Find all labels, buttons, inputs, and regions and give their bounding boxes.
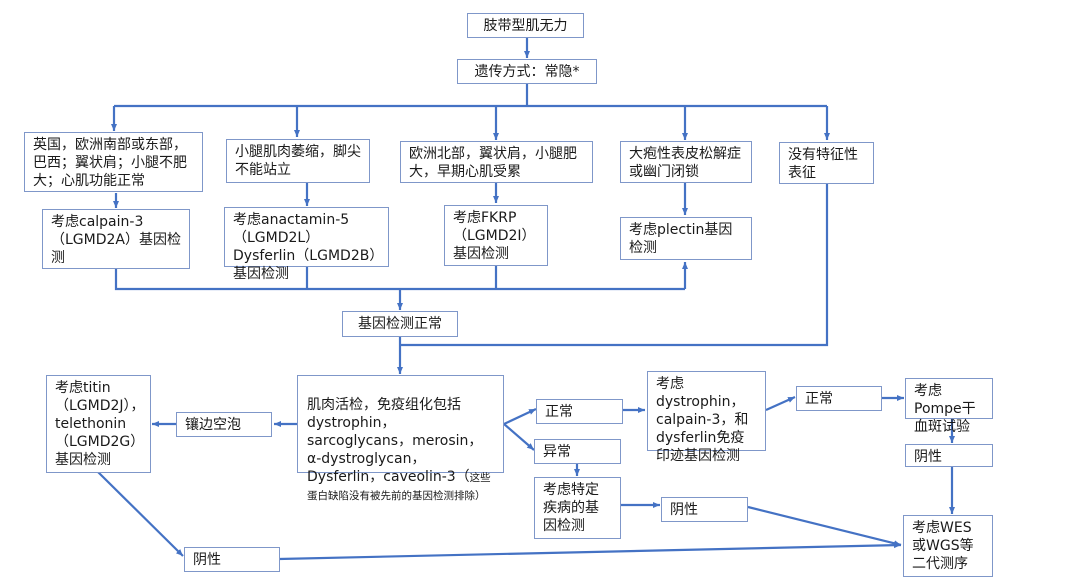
node-test1: 考虑calpain-3（LGMD2A）基因检测 [42, 209, 190, 269]
node-negative-right: 阴性 [905, 444, 993, 467]
branch5-down-line [400, 183, 829, 347]
merge-tests [114, 268, 685, 291]
node-wes: 考虑WES或WGS等二代测序 [903, 515, 993, 577]
node-abnormal: 异常 [534, 439, 621, 464]
node-negative-left: 阴性 [184, 547, 280, 572]
node-pompe: 考虑Pompe干血斑试验 [905, 378, 993, 435]
node-inheritance: 遗传方式：常隐* [457, 59, 597, 84]
arrow-titin-negative [97, 471, 184, 557]
node-branch4: 大疱性表皮松解症或幽门闭锁 [620, 141, 752, 183]
node-branch1: 英国，欧洲南部或东部，巴西；翼状肩；小腿不肥大；心肌功能正常 [24, 132, 203, 192]
node-branch3: 欧洲北部，翼状肩，小腿肥大，早期心肌受累 [400, 141, 593, 183]
arrow-biopsy-normal [503, 408, 537, 425]
node-test3: 考虑FKRP（LGMD2I）基因检测 [444, 205, 548, 266]
node-western: 考虑dystrophin，calpain-3，和dysferlin免疫印迹基因检… [647, 371, 766, 464]
node-root: 肢带型肌无力 [467, 13, 584, 38]
node-branch5: 没有特征性表征 [779, 142, 874, 184]
arrow-leftneg-wes [278, 542, 902, 561]
node-titin: 考虑titin（LGMD2J），telethonin（LGMD2G）基因检测 [46, 375, 151, 473]
node-branch2: 小腿肌肉萎缩，脚尖不能站立 [226, 139, 370, 183]
arrow-western-normal2 [765, 395, 796, 412]
node-test4: 考虑plectin基因检测 [620, 217, 752, 260]
arrow-midneg-wes [747, 505, 902, 547]
node-biopsy: 肌肉活检，免疫组化包括dystrophin，sarcoglycans，meros… [297, 375, 504, 502]
node-test2: 考虑anactamin-5（LGMD2L）Dysferlin（LGMD2B）基因… [224, 207, 389, 282]
node-gene-normal: 基因检测正常 [342, 311, 458, 337]
biopsy-note-text: 这些蛋白缺陷没有被先前的基因检测排除） [307, 472, 491, 502]
node-normal2: 正常 [796, 386, 882, 411]
biopsy-main-text: 肌肉活检，免疫组化包括dystrophin，sarcoglycans，meros… [307, 397, 483, 485]
node-specific-gene: 考虑特定疾病的基因检测 [534, 477, 621, 539]
node-negative-mid: 阴性 [661, 497, 748, 522]
arrow-biopsy-abnormal [503, 423, 535, 451]
node-normal1: 正常 [536, 399, 623, 424]
node-rimmed-vacuoles: 镶边空泡 [176, 412, 272, 437]
